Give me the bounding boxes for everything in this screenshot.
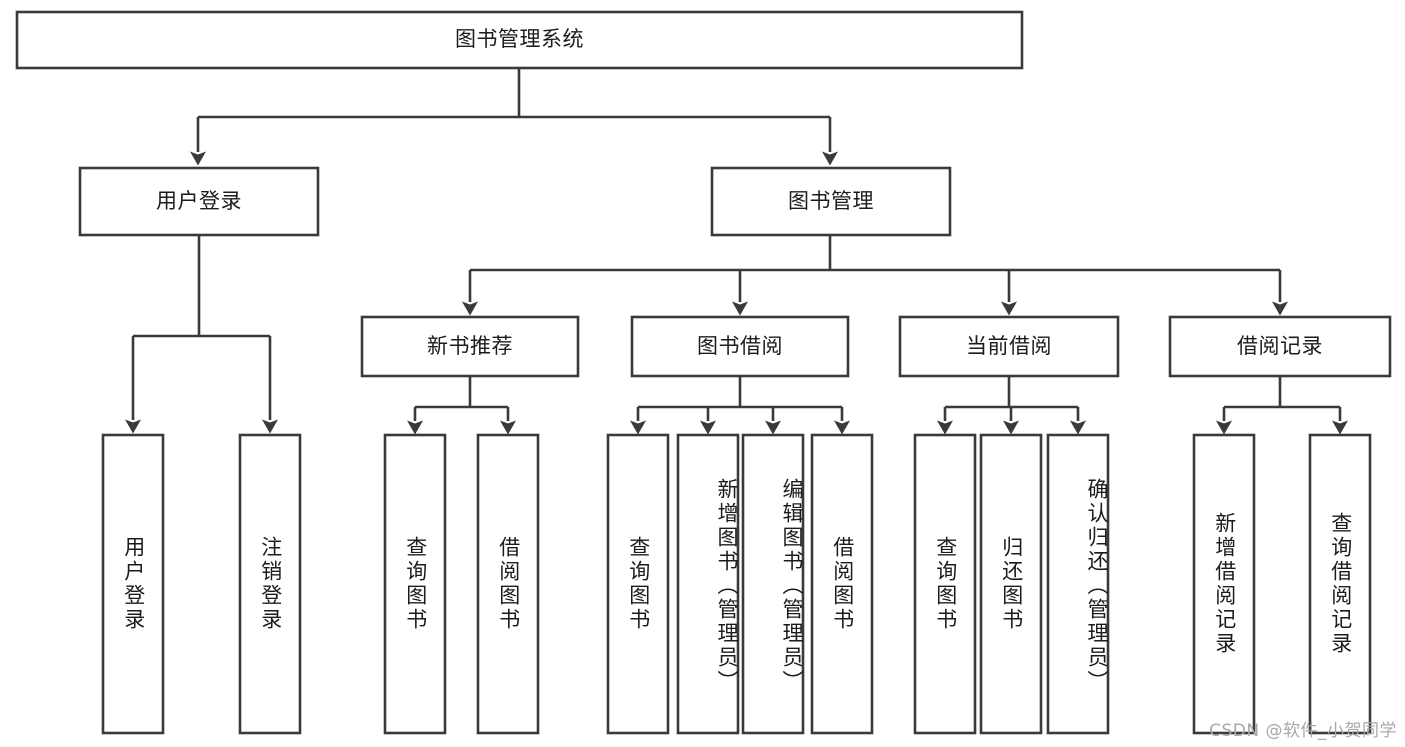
connector-book-borrow-to-children — [630, 376, 850, 435]
node-box-book-borrow — [630, 315, 850, 378]
node-box-leaf-query-book-1 — [383, 433, 447, 735]
node-box-leaf-confirm-return — [1046, 433, 1110, 735]
node-box-leaf-edit-book — [741, 433, 805, 735]
node-box-book-manage — [710, 166, 952, 237]
connector-current-borrow-to-children — [937, 376, 1086, 435]
node-box-leaf-borrow-book-2 — [810, 433, 874, 735]
node-box-leaf-add-book — [676, 433, 740, 735]
node-box-leaf-add-record — [1192, 433, 1256, 735]
node-box-user-login — [78, 166, 320, 237]
node-box-leaf-user-logout — [238, 433, 302, 735]
csdn-watermark: CSDN @软件_小贺同学 — [1209, 721, 1397, 741]
node-box-borrow-record — [1168, 315, 1392, 378]
connector-root-to-level2 — [190, 68, 838, 166]
node-box-current-borrow — [898, 315, 1120, 378]
connector-new-book-rec-to-children — [407, 376, 516, 435]
node-box-root — [15, 10, 1024, 70]
node-box-leaf-borrow-book-1 — [476, 433, 540, 735]
node-box-leaf-query-book-3 — [913, 433, 977, 735]
connector-user-login-to-children — [125, 235, 278, 434]
node-box-leaf-user-login — [101, 433, 165, 735]
node-box-leaf-query-record — [1308, 433, 1372, 735]
connector-borrow-record-to-children — [1216, 376, 1348, 435]
connector-book-manage-to-children — [462, 235, 1288, 316]
node-box-leaf-query-book-2 — [606, 433, 670, 735]
node-box-leaf-return-book — [979, 433, 1043, 735]
node-box-new-book-rec — [360, 315, 580, 378]
